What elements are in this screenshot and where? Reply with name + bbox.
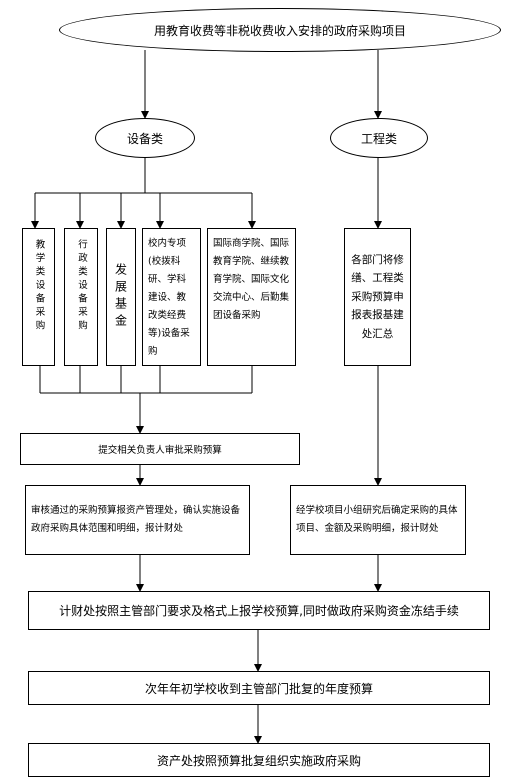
- engineering-review-box: 经学校项目小组研究后确定采购的具体项目、金额及采购明细，报计财处: [290, 485, 466, 555]
- equipment-ellipse-text: 设备类: [126, 131, 163, 146]
- next-year-box: 次年年初学校收到主管部门批复的年度预算: [28, 671, 490, 705]
- next-year-text: 次年年初学校收到主管部门批复的年度预算: [144, 681, 373, 696]
- col5-box: 国际商学院、国际教育学院、继续教育学院、国际文化交流中心、后勤集团设备采购: [207, 228, 296, 366]
- col3-text: 发展基金: [113, 263, 128, 331]
- review-text: 审核通过的采购预算报资产管理处，确认实施设备政府采购具体范围和明细，报计财处: [31, 504, 241, 534]
- engineering-ellipse: 工程类: [330, 118, 428, 158]
- asset-box: 资产处按照预算批复组织实施政府采购: [28, 743, 490, 777]
- col5-text: 国际商学院、国际教育学院、继续教育学院、国际文化交流中心、后勤集团设备采购: [213, 238, 290, 322]
- col3-box: 发展基金: [106, 228, 136, 366]
- engineering-review-text: 经学校项目小组研究后确定采购的具体项目、金额及采购明细，报计财处: [296, 504, 458, 534]
- submit-box: 提交相关负责人审批采购预算: [20, 433, 300, 465]
- top-ellipse: 用教育收费等非税收费收入安排的政府采购项目: [59, 8, 501, 52]
- col4-box: 校内专项(校拨科研、学科建设、教改类经费等)设备采购: [142, 228, 201, 366]
- finance-text: 计财处按照主管部门要求及格式上报学校预算,同时做政府采购资金冻结手续: [59, 604, 459, 618]
- col1-box: 教学类设备采购: [22, 228, 55, 366]
- engineering-dept-text: 各部门将修缮、工程类采购预算申报表报基建处汇总: [351, 254, 404, 340]
- col4-text: 校内专项(校拨科研、学科建设、教改类经费等)设备采购: [148, 238, 190, 358]
- engineering-dept-box: 各部门将修缮、工程类采购预算申报表报基建处汇总: [344, 228, 411, 366]
- finance-box: 计财处按照主管部门要求及格式上报学校预算,同时做政府采购资金冻结手续: [28, 591, 490, 630]
- submit-text: 提交相关负责人审批采购预算: [98, 445, 222, 456]
- col1-text: 教学类设备采购: [33, 239, 45, 334]
- col2-text: 行政类设备采购: [76, 239, 87, 334]
- review-box: 审核通过的采购预算报资产管理处，确认实施设备政府采购具体范围和明细，报计财处: [25, 485, 250, 555]
- top-ellipse-text: 用教育收费等非税收费收入安排的政府采购项目: [153, 23, 406, 38]
- asset-text: 资产处按照预算批复组织实施政府采购: [156, 753, 361, 768]
- equipment-ellipse: 设备类: [95, 118, 195, 158]
- col2-box: 行政类设备采购: [64, 228, 98, 366]
- engineering-ellipse-text: 工程类: [360, 131, 397, 146]
